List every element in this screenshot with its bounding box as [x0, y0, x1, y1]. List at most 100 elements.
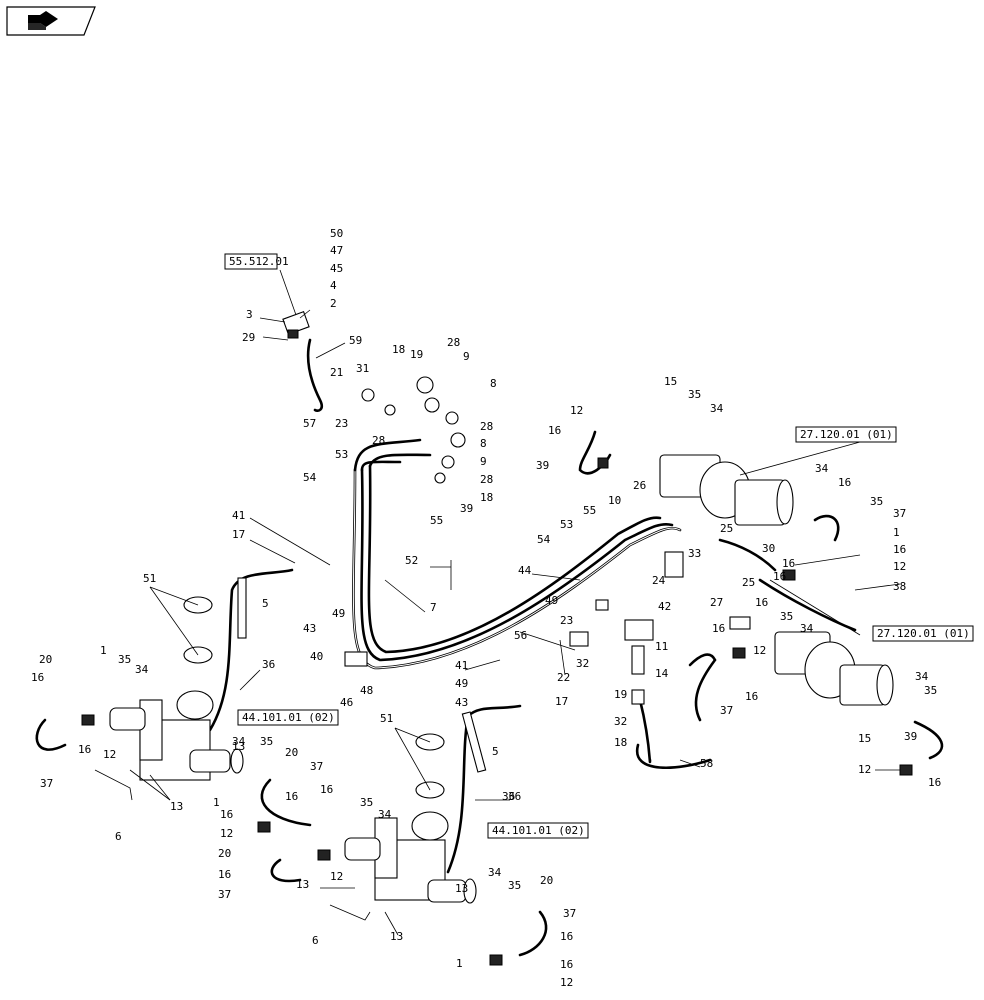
callout-6: 6	[312, 934, 319, 947]
callout-49: 49	[455, 677, 468, 690]
callout-16: 16	[782, 557, 795, 570]
callout-24: 24	[652, 574, 666, 587]
callout-16: 16	[31, 671, 44, 684]
callout-55: 55	[430, 514, 443, 527]
callout-19: 19	[614, 688, 627, 701]
callout-20: 20	[218, 847, 231, 860]
callout-13: 13	[170, 800, 183, 813]
callout-44: 44	[518, 564, 532, 577]
svg-text:44.101.01 (02): 44.101.01 (02)	[492, 824, 585, 837]
svg-text:27.120.01 (01): 27.120.01 (01)	[877, 627, 970, 640]
callout-57: 57	[303, 417, 316, 430]
callout-37: 37	[893, 507, 906, 520]
callout-54: 54	[537, 533, 551, 546]
callout-17: 17	[555, 695, 568, 708]
callout-47: 47	[330, 244, 343, 257]
callout-17: 17	[232, 528, 245, 541]
callout-14: 14	[655, 667, 669, 680]
callout-5: 5	[492, 745, 499, 758]
callout-37: 37	[720, 704, 733, 717]
callout-16: 16	[220, 808, 233, 821]
ref-44-101-01-left[interactable]: 44.101.01 (02)	[237, 709, 339, 726]
callout-16: 16	[838, 476, 851, 489]
callout-53: 53	[560, 518, 573, 531]
callout-39: 39	[536, 459, 549, 472]
callout-4: 4	[330, 279, 337, 292]
callout-16: 16	[78, 743, 91, 756]
callout-16: 16	[893, 543, 906, 556]
callout-19: 19	[410, 348, 423, 361]
callout-12: 12	[103, 748, 116, 761]
callout-32: 32	[614, 715, 627, 728]
callout-51: 51	[380, 712, 393, 725]
callout-34: 34	[915, 670, 929, 683]
parts	[81, 311, 913, 966]
svg-text:27.120.01 (01): 27.120.01 (01)	[800, 428, 893, 441]
callout-15: 15	[858, 732, 871, 745]
callout-56: 56	[514, 629, 527, 642]
callout-1: 1	[100, 644, 107, 657]
ref-44-101-01-bottom[interactable]: 44.101.01 (02)	[487, 822, 589, 839]
callout-51: 51	[143, 572, 156, 585]
callout-13: 13	[390, 930, 403, 943]
callout-40: 40	[310, 650, 323, 663]
callout-9: 9	[463, 350, 470, 363]
callout-35: 35	[508, 879, 521, 892]
callout-labels: 50 47 45 4 2 3 29 59 21 31 18 19 28 9 8 …	[31, 227, 941, 989]
callout-16: 16	[285, 790, 298, 803]
callout-23: 23	[335, 417, 348, 430]
callout-59: 59	[349, 334, 362, 347]
ref-27-120-01-top[interactable]: 27.120.01 (01)	[795, 426, 897, 443]
callout-28: 28	[480, 420, 493, 433]
callout-34: 34	[488, 866, 502, 879]
callout-36: 36	[508, 790, 521, 803]
callout-27: 27	[710, 596, 723, 609]
callout-43: 43	[455, 696, 468, 709]
callout-46: 46	[340, 696, 353, 709]
ref-55-512-01[interactable]: 55.512.01	[224, 253, 289, 270]
callout-12: 12	[858, 763, 871, 776]
callout-12: 12	[570, 404, 583, 417]
callout-16: 16	[712, 622, 725, 635]
callout-12: 12	[220, 827, 233, 840]
callout-53: 53	[335, 448, 348, 461]
callout-38: 38	[893, 580, 906, 593]
callout-39: 39	[460, 502, 473, 515]
callout-20: 20	[540, 874, 553, 887]
callout-25: 25	[742, 576, 755, 589]
back-arrow-icon	[6, 6, 96, 36]
callout-16: 16	[773, 570, 786, 583]
callout-2: 2	[330, 297, 337, 310]
leader-lines	[129, 269, 901, 936]
callout-37: 37	[310, 760, 323, 773]
callout-35: 35	[260, 735, 273, 748]
callout-16: 16	[560, 958, 573, 971]
callout-10: 10	[608, 494, 621, 507]
callout-22: 22	[557, 671, 570, 684]
callout-34: 34	[378, 808, 392, 821]
svg-text:44.101.01 (02): 44.101.01 (02)	[242, 711, 335, 724]
nav-back-button[interactable]	[6, 6, 96, 36]
callout-55: 55	[583, 504, 596, 517]
ref-27-120-01-bottom[interactable]: 27.120.01 (01)	[872, 625, 974, 642]
callout-32: 32	[576, 657, 589, 670]
callout-16: 16	[755, 596, 768, 609]
callout-43: 43	[303, 622, 316, 635]
callout-25: 25	[720, 522, 733, 535]
callout-13: 13	[455, 882, 468, 895]
callout-1: 1	[213, 796, 220, 809]
callout-48: 48	[360, 684, 373, 697]
callout-28: 28	[480, 473, 493, 486]
callout-35: 35	[780, 610, 793, 623]
callout-37: 37	[563, 907, 576, 920]
callout-12: 12	[560, 976, 573, 989]
callout-26: 26	[633, 479, 646, 492]
callout-16: 16	[560, 930, 573, 943]
callout-34: 34	[232, 735, 246, 748]
callout-16: 16	[745, 690, 758, 703]
svg-text:55.512.01: 55.512.01	[229, 255, 289, 268]
callout-12: 12	[753, 644, 766, 657]
callout-34: 34	[710, 402, 724, 415]
callout-11: 11	[655, 640, 668, 653]
